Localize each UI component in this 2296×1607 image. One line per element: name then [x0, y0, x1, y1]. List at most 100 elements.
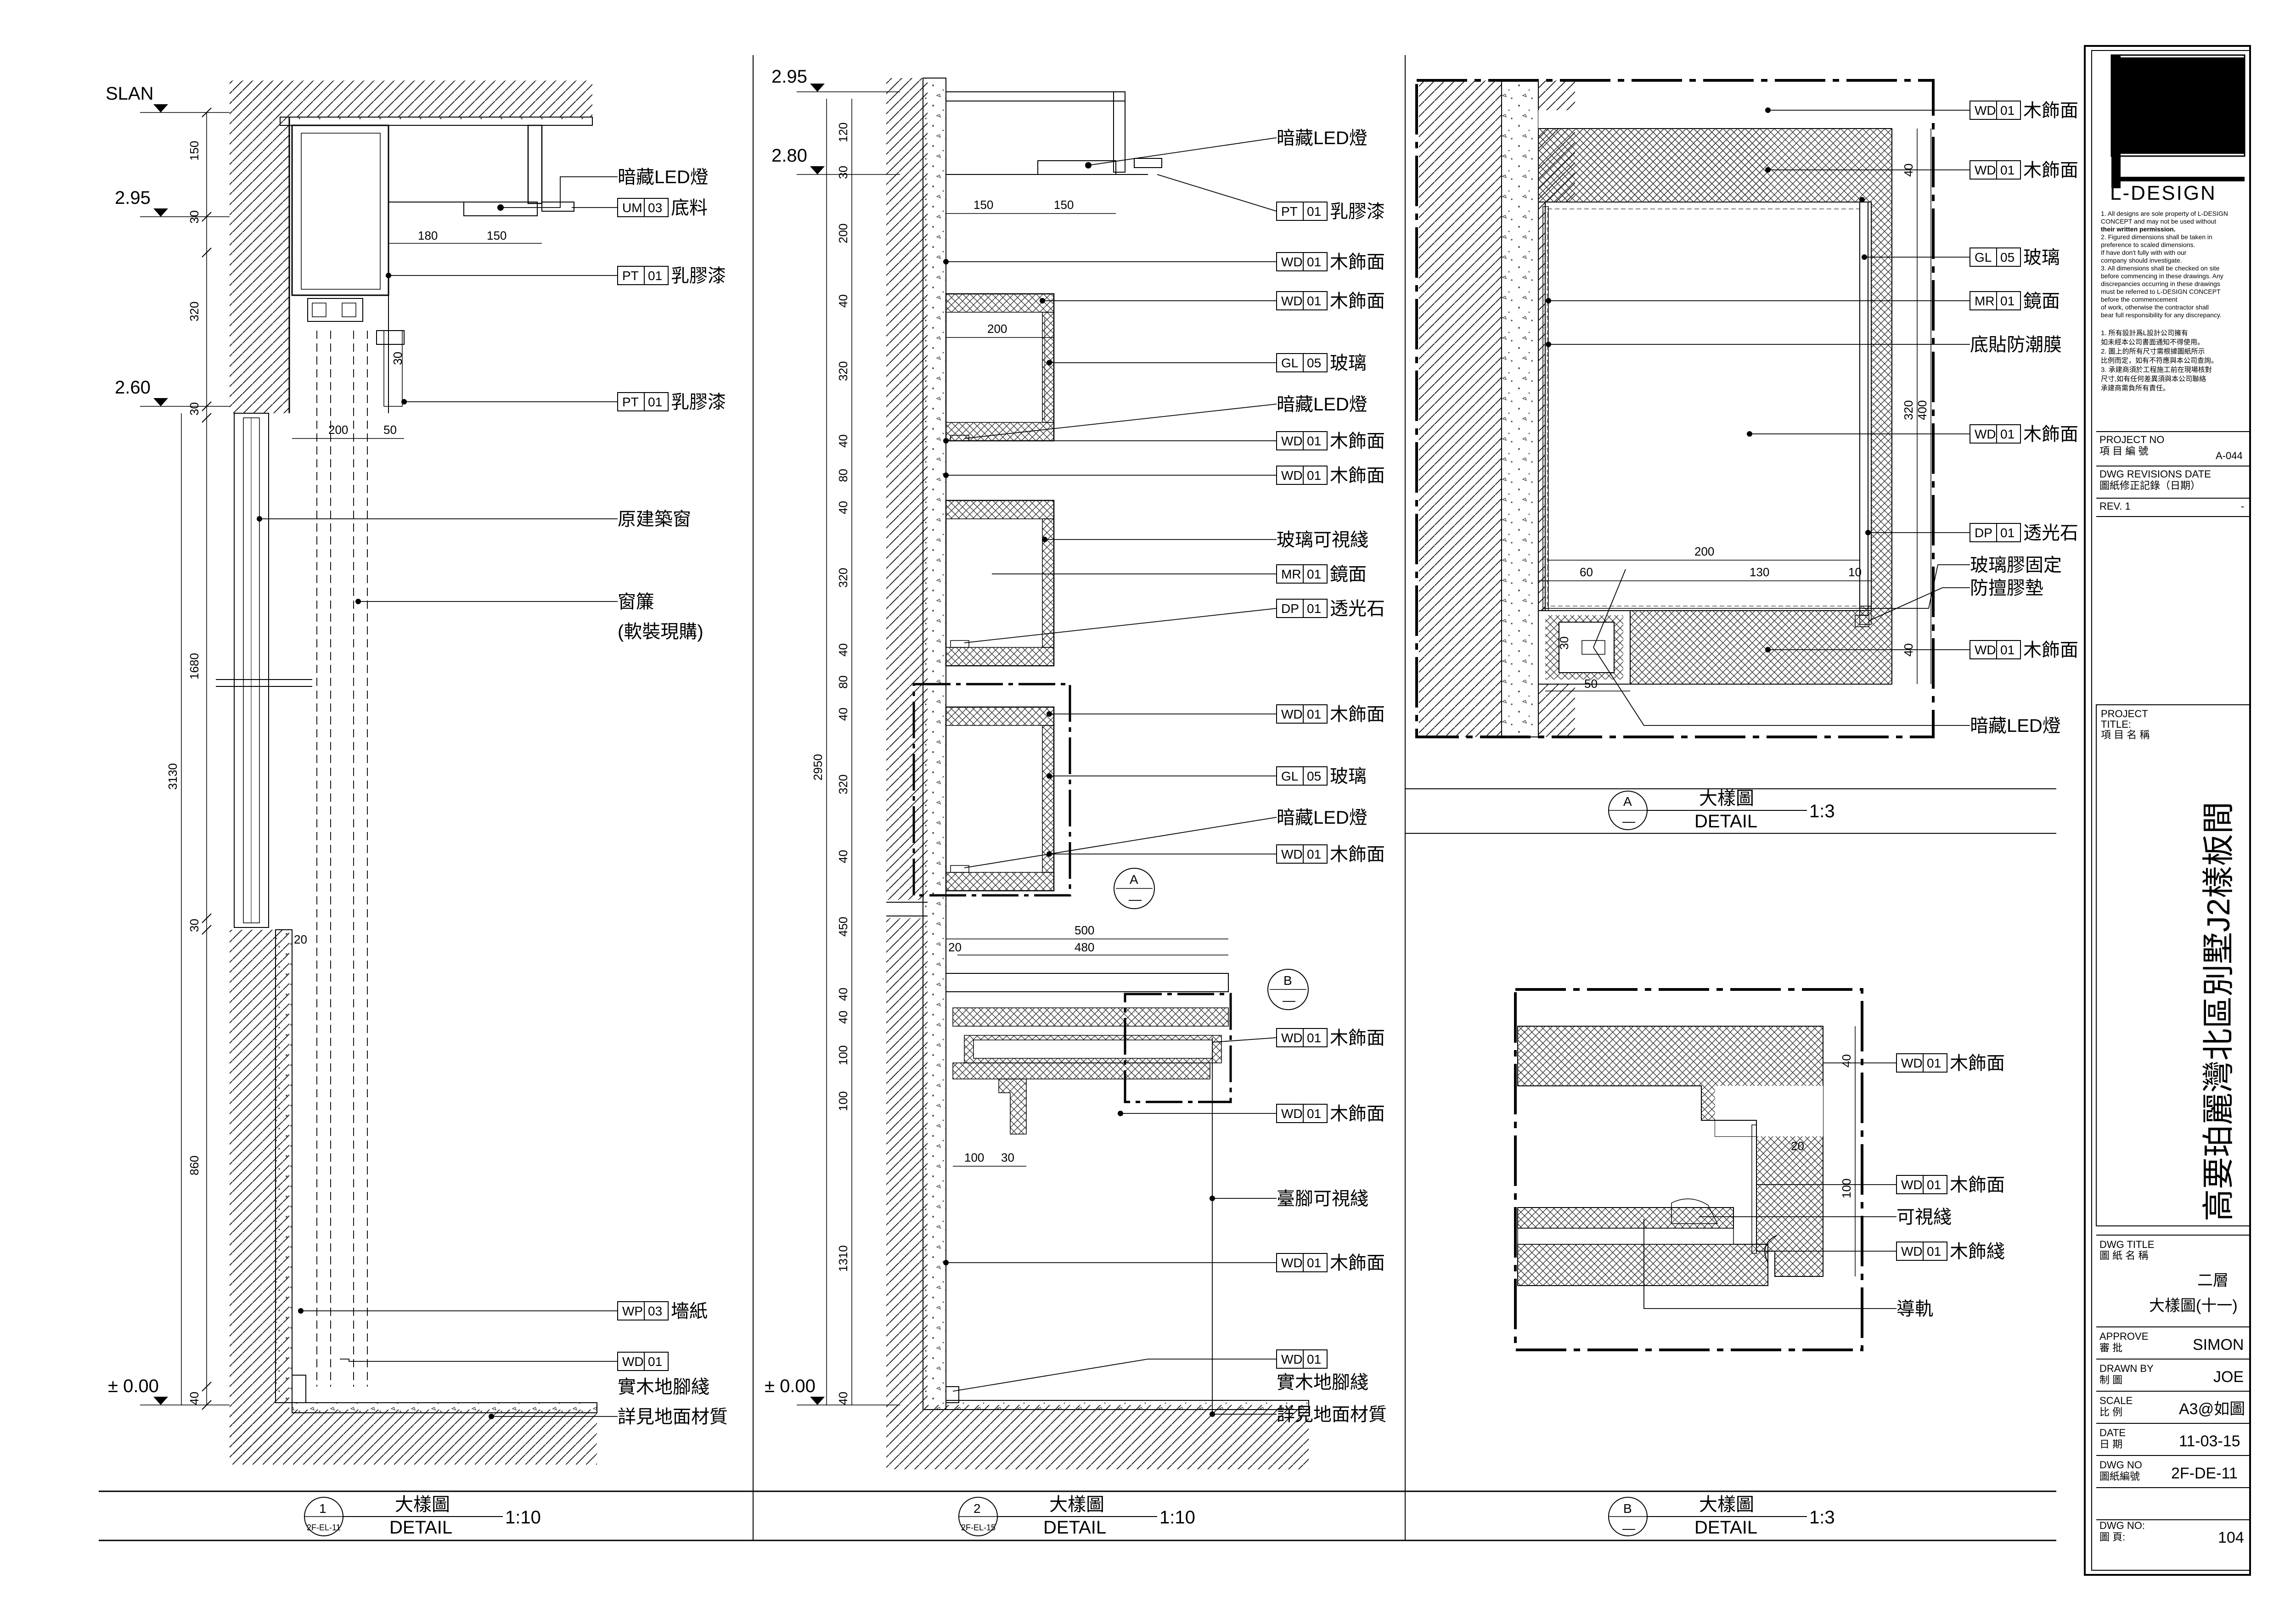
callout-code: WD: [1281, 847, 1303, 861]
section-title-1: 1 2F-EL-11 大樣圖 DETAIL 1:10: [304, 1495, 541, 1538]
dim: 50: [1584, 677, 1598, 691]
scale-value: A3@如圖: [2179, 1400, 2245, 1418]
callout-num-box: [644, 1352, 669, 1371]
material-callout: 實木地腳綫: [1277, 1372, 1368, 1393]
note-line: 2. 圖上的所有尺寸需根據圖紙所示: [2101, 348, 2205, 355]
dim: 120: [836, 123, 850, 142]
drawn-label: DRAWN BY: [2099, 1363, 2154, 1374]
dim: 200: [987, 322, 1007, 336]
callout-text: 木飾面: [1330, 1028, 1385, 1048]
callout-num: 01: [1307, 255, 1321, 269]
callout-text: 木飾面: [1950, 1053, 2005, 1073]
title-scale: 1:10: [1159, 1507, 1195, 1528]
dim: 40: [836, 1011, 850, 1024]
callouts-d2: [946, 137, 1277, 1415]
callout-num-box: [1996, 101, 2021, 120]
callout-text: 暗藏LED燈: [1277, 394, 1367, 415]
material-callout: 暗藏LED燈: [1277, 808, 1367, 828]
marker-a-dash: —: [1129, 892, 1142, 906]
callout-code-box: [617, 1301, 645, 1320]
dim: 500: [1075, 923, 1094, 937]
callout-code-box: [1276, 599, 1304, 618]
detail-1-section: [181, 80, 597, 1465]
callout-num: 01: [2000, 643, 2015, 657]
callout-num: 01: [2000, 427, 2015, 441]
callout-num-box: [1303, 291, 1328, 310]
callout-code: UM: [622, 201, 642, 215]
project-title-label: PROJECT: [2101, 708, 2148, 719]
callout-num: 01: [1307, 567, 1321, 581]
callout-code: PT: [622, 395, 639, 409]
callout-text: 墻紙: [671, 1301, 708, 1321]
level-markers-d1: SLAN 2.95 2.60 ± 0.00: [106, 84, 230, 1405]
drawn-value: JOE: [2213, 1368, 2244, 1386]
project-no-label: PROJECT NO: [2099, 434, 2164, 445]
title-scale: 1:3: [1809, 1507, 1835, 1528]
callout-num: 01: [1927, 1178, 1941, 1192]
dim: 40: [836, 988, 850, 1001]
brand-name: L-DESIGN: [2110, 182, 2217, 204]
callout-num: 01: [1307, 1031, 1321, 1045]
callout-num: 01: [1307, 294, 1321, 308]
dim: 320: [836, 568, 850, 588]
title-number: 2: [974, 1501, 981, 1516]
note-line: discrepancies occurring in these drawing…: [2101, 280, 2220, 287]
callout-num-box: [1303, 1104, 1328, 1123]
callout-text: 暗藏LED燈: [1277, 128, 1367, 148]
dim-total: 2950: [811, 754, 825, 781]
date-label-cn: 日 期: [2099, 1438, 2122, 1450]
callout-code-box: [1970, 291, 1997, 310]
project-title: 高要珀麗灣北區別墅J2樣板間: [2200, 802, 2236, 1221]
detail-a-section: 40 320 400 200 60 130 10 30 50 40: [1415, 79, 1935, 738]
title-block: L-DESIGN 1. All designs are sole propert…: [2084, 45, 2251, 1576]
dim: 40: [836, 294, 850, 308]
callout-text: 玻璃: [1330, 766, 1367, 787]
callout-text: 木飾面: [1950, 1175, 2005, 1195]
callout-text: 木飾面: [2023, 640, 2078, 660]
title-cn: 大樣圖: [1699, 1495, 1754, 1515]
callout-code-box: [1276, 704, 1304, 724]
material-callout: (軟裝現購): [618, 622, 703, 642]
dim: 30: [1557, 636, 1571, 650]
dim-total: 3130: [166, 763, 180, 790]
callout-code-box: [1970, 160, 1997, 180]
dim: 480: [1075, 940, 1094, 954]
dim: 320: [836, 775, 850, 794]
dim: 860: [187, 1156, 201, 1175]
callout-num: 01: [648, 1354, 662, 1369]
revisions-label: DWG REVISIONS DATE: [2099, 468, 2211, 480]
material-callout: 暗藏LED燈: [1277, 394, 1367, 415]
callout-text: 木飾面: [2023, 424, 2078, 444]
callout-text: 木飾綫: [1950, 1242, 2005, 1262]
callout-code-box: [1276, 1028, 1304, 1047]
callout-text: 詳見地面材質: [1277, 1405, 1387, 1425]
sheet-frame: [99, 55, 2056, 1541]
callout-text: 鏡面: [1330, 564, 1367, 584]
callout-code: MR: [1975, 294, 1995, 308]
dim: 100: [836, 1045, 850, 1065]
callout-code: WD: [1901, 1056, 1923, 1070]
callout-num: 03: [648, 1304, 662, 1318]
title-en: DETAIL: [1694, 1517, 1757, 1538]
callout-text: 可視綫: [1896, 1207, 1952, 1227]
callout-num-box: [644, 266, 669, 285]
title-en: DETAIL: [389, 1517, 452, 1538]
dim: 150: [974, 198, 993, 212]
note-line: company should investigate.: [2101, 257, 2182, 264]
title-cn: 大樣圖: [1049, 1495, 1104, 1515]
callout-code: WD: [1281, 255, 1303, 269]
callout-text: 木飾面: [1330, 844, 1385, 865]
note-line: before commencing in these drawings. Any: [2101, 272, 2223, 280]
callout-code-box: [1276, 291, 1304, 310]
callout-text: 透光石: [1330, 599, 1385, 619]
callout-num: 01: [2000, 163, 2015, 177]
dim: 60: [1580, 565, 1593, 579]
